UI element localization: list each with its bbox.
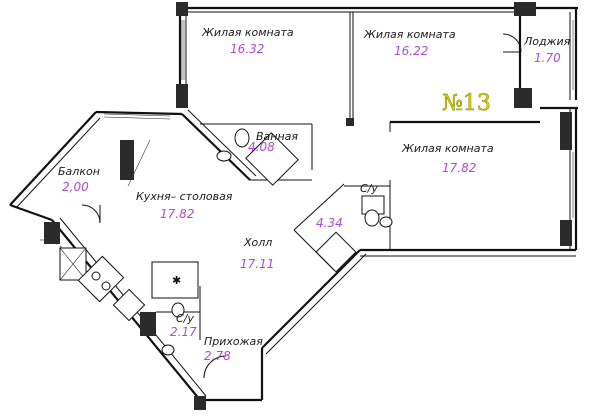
- room-name-entrance: Прихожая: [204, 335, 263, 348]
- room-label-entrance: Прихожая 2.78: [204, 335, 263, 363]
- room-label-loggia: Лоджия 1.70: [523, 35, 571, 65]
- room-area-living-room-2: 16.22: [394, 44, 428, 58]
- room-label-hall: Холл 17.11: [240, 236, 274, 271]
- room-label-living-room-1: Жилая комната 16.32: [201, 26, 294, 56]
- room-area-loggia: 1.70: [534, 51, 561, 65]
- room-area-living-room-3: 17.82: [442, 161, 476, 175]
- room-name-kitchen-dining: Кухня– столовая: [136, 190, 233, 203]
- room-name-living-room-3: Жилая комната: [401, 142, 494, 155]
- room-label-bathroom: Ванная 4.08: [248, 130, 298, 154]
- room-name-wc-2: С/у: [176, 312, 194, 325]
- room-label-balcony: Балкон 2,00: [58, 165, 100, 194]
- apartment-number: №13: [442, 91, 491, 116]
- room-name-wc-1: С/у: [360, 182, 378, 195]
- structural-columns: [44, 2, 572, 410]
- room-area-kitchen-dining: 17.82: [160, 207, 194, 221]
- room-area-living-room-1: 16.32: [230, 42, 264, 56]
- room-label-wc-2: С/у 2.17: [170, 312, 197, 339]
- interior-walls: [156, 12, 540, 340]
- room-label-wc-1: С/у 4.34: [316, 182, 378, 230]
- room-name-living-room-2: Жилая комната: [363, 28, 456, 41]
- room-label-living-room-3: Жилая комната 17.82: [401, 142, 494, 175]
- kitchen-fixtures: ✱: [59, 247, 199, 322]
- room-name-loggia: Лоджия: [523, 35, 571, 48]
- room-area-balcony: 2,00: [62, 180, 89, 194]
- doors: [39, 33, 522, 379]
- outer-walls: [9, 6, 578, 402]
- room-area-hall: 17.11: [240, 257, 274, 271]
- room-label-kitchen-dining: Кухня– столовая 17.82: [136, 190, 233, 221]
- room-name-balcony: Балкон: [58, 165, 100, 178]
- room-name-hall: Холл: [243, 236, 272, 249]
- room-area-wc-1: 4.34: [316, 216, 343, 230]
- bathroom-fixtures: [161, 128, 393, 356]
- room-name-bathroom: Ванная: [256, 130, 298, 143]
- windows: [103, 20, 574, 218]
- room-area-wc-2: 2.17: [170, 325, 197, 339]
- room-name-living-room-1: Жилая комната: [201, 26, 294, 39]
- room-label-living-room-2: Жилая комната 16.22: [363, 28, 456, 58]
- room-area-bathroom: 4.08: [248, 140, 275, 154]
- svg-text:✱: ✱: [172, 274, 181, 287]
- room-area-entrance: 2.78: [204, 349, 231, 363]
